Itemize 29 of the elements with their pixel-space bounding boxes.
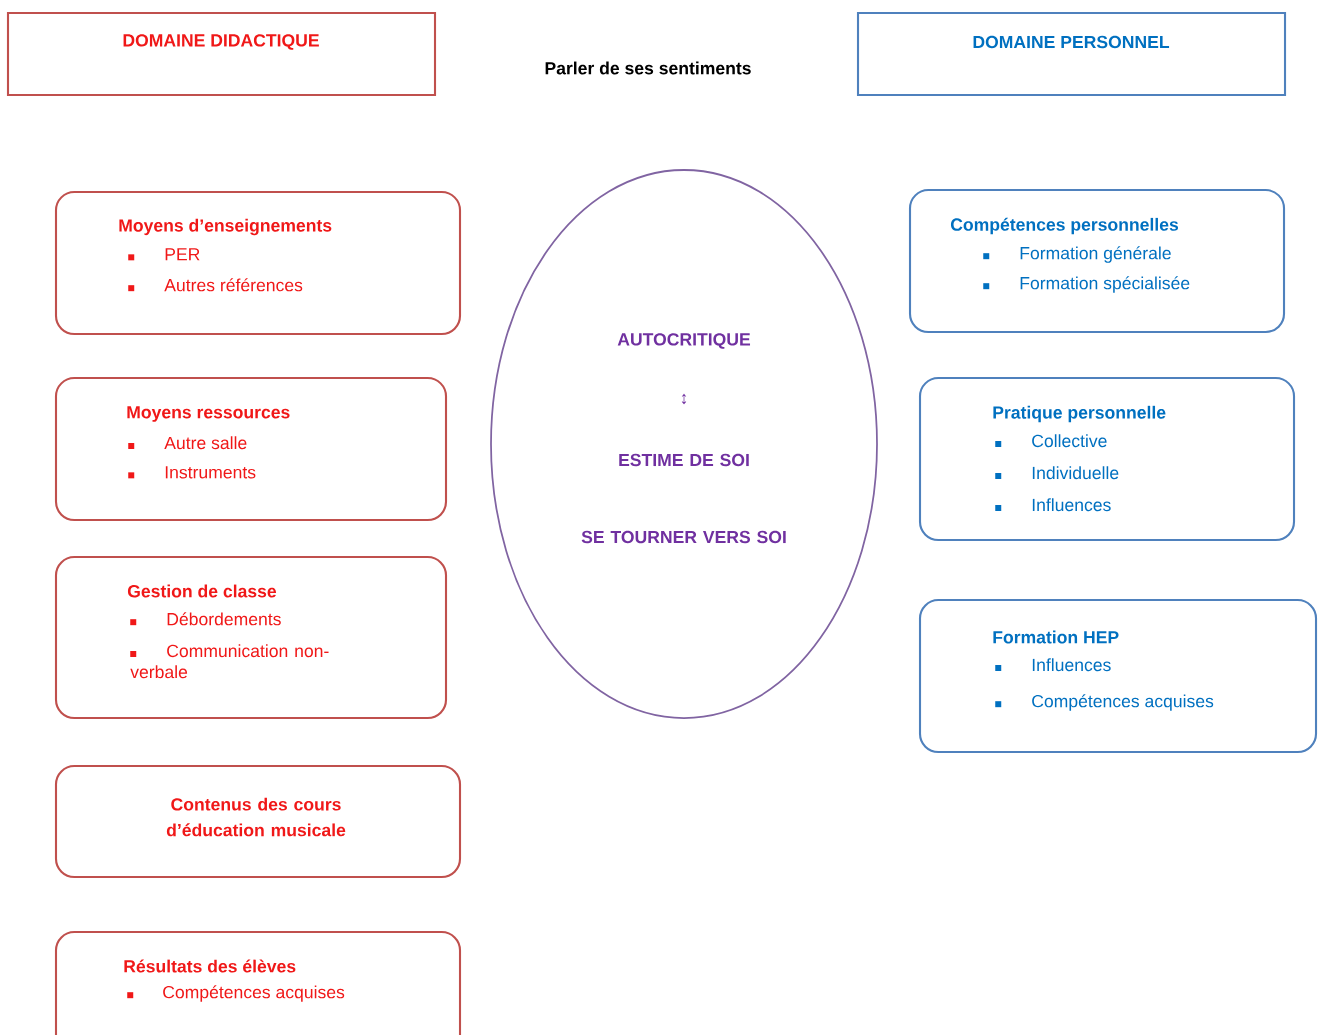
ellipse-text: SE TOURNER VERS SOI bbox=[581, 530, 786, 544]
list-item: Influences bbox=[995, 658, 1111, 672]
box-heading: Compétences personnelles bbox=[950, 217, 1178, 235]
list-item: Instruments bbox=[128, 466, 256, 479]
box-heading: Moyens ressources bbox=[127, 406, 290, 422]
box-heading: Résultats des élèves bbox=[124, 959, 296, 973]
list-item: Formation spécialisée bbox=[983, 276, 1190, 293]
ellipse-text: AUTOCRITIQUE bbox=[617, 333, 751, 349]
list-item: Communication non-verbale bbox=[130, 644, 329, 679]
list-item: Formation générale bbox=[983, 246, 1171, 263]
list-item: Influences bbox=[995, 498, 1111, 512]
list-item: Individuelle bbox=[995, 466, 1119, 480]
list-item: Autre salle bbox=[128, 436, 247, 450]
list-item: PER bbox=[128, 248, 200, 261]
note-text: Parler de ses sentiments bbox=[545, 61, 751, 75]
box-heading: DOMAINE DIDACTIQUE bbox=[123, 34, 319, 50]
list-item: Compétences acquises bbox=[127, 985, 345, 1002]
list-item: Collective bbox=[995, 434, 1107, 448]
box-heading: Pratique personnelle bbox=[993, 405, 1166, 423]
box-heading: Contenus des cours d’éducation musicale bbox=[166, 797, 346, 837]
box-heading: Gestion de classe bbox=[127, 584, 277, 598]
list-item: Compétences acquises bbox=[995, 694, 1214, 711]
box-heading: Formation HEP bbox=[993, 630, 1119, 644]
ellipse-text: ESTIME DE SOI bbox=[619, 453, 749, 467]
box-heading: Moyens d’enseignements bbox=[119, 218, 332, 236]
arrow-symbol: ↕ bbox=[681, 393, 687, 405]
list-item: Débordements bbox=[130, 612, 281, 626]
list-item: Autres références bbox=[128, 278, 303, 292]
box-heading: DOMAINE PERSONNEL bbox=[973, 35, 1170, 49]
